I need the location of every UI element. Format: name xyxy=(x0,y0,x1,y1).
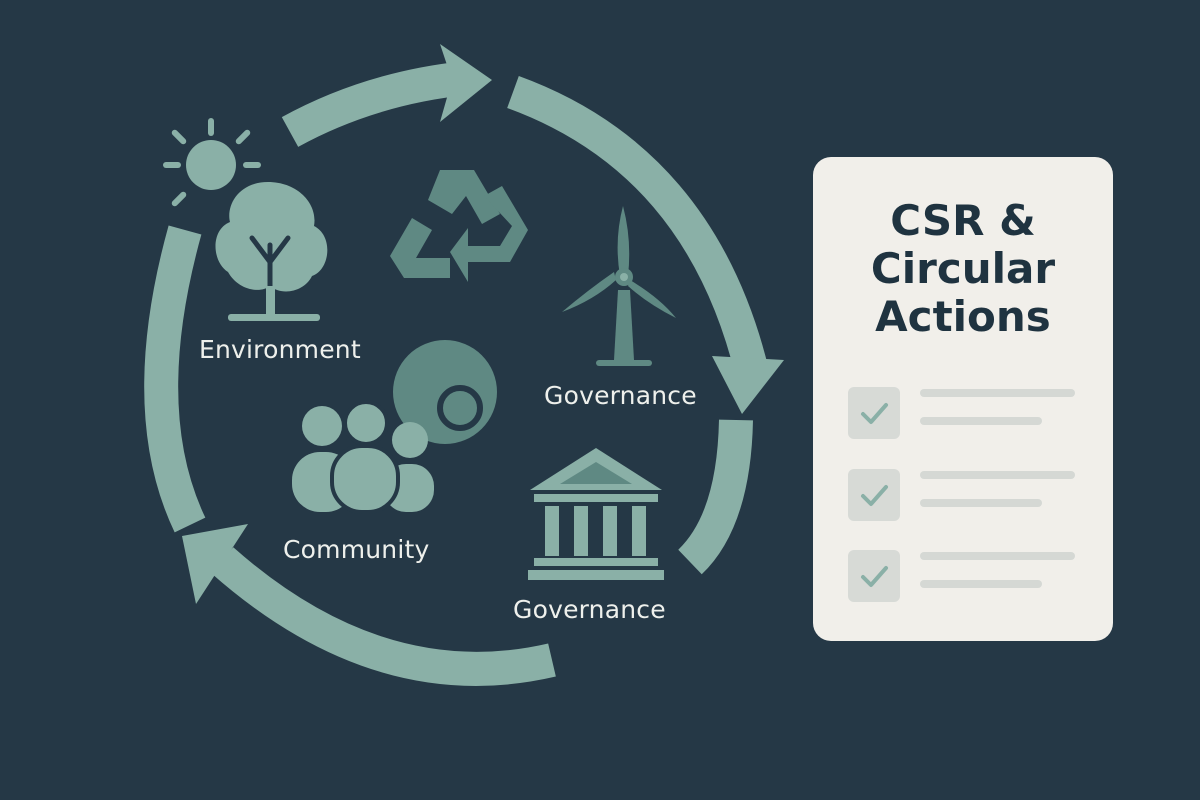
governance-label-bottom: Governance xyxy=(513,595,666,624)
csr-card: CSR & Circular Actions xyxy=(813,157,1113,641)
arrow-top xyxy=(281,61,468,147)
governance-label-top: Governance xyxy=(544,381,697,410)
checkbox-icon[interactable] xyxy=(848,550,900,602)
checklist-item xyxy=(848,550,1088,605)
sun-icon xyxy=(163,118,261,207)
arrow-right xyxy=(507,76,769,377)
checklist-placeholder-line xyxy=(920,417,1042,425)
arrow-head-right xyxy=(712,356,784,414)
checkbox-icon[interactable] xyxy=(848,387,900,439)
arrow-bottom xyxy=(210,547,556,686)
people-icon xyxy=(292,400,434,514)
arrow-head-bottom xyxy=(182,524,248,604)
checklist-placeholder-line xyxy=(920,580,1042,588)
checklist-placeholder-line xyxy=(920,471,1075,479)
checklist-placeholder-line xyxy=(920,389,1075,397)
checklist-placeholder-line xyxy=(920,499,1042,507)
card-title-line: Actions xyxy=(875,292,1051,341)
wind-turbine-icon xyxy=(562,206,676,366)
checkbox-icon[interactable] xyxy=(848,469,900,521)
bank-icon xyxy=(528,448,664,580)
card-title: CSR & Circular Actions xyxy=(813,197,1113,341)
card-title-line: CSR & xyxy=(890,196,1036,245)
arrow-head-top xyxy=(440,44,492,122)
arrow-heads xyxy=(182,44,784,604)
card-title-line: Circular xyxy=(870,244,1056,293)
target-icon xyxy=(393,340,497,444)
tree-icon xyxy=(215,182,328,321)
recycle-icon xyxy=(390,170,528,282)
arrow-left xyxy=(144,225,206,533)
environment-label: Environment xyxy=(199,335,361,364)
checklist-item xyxy=(848,469,1088,524)
arrow-right-lower xyxy=(677,419,753,575)
checklist-placeholder-line xyxy=(920,552,1075,560)
cycle-arrows xyxy=(144,61,769,686)
community-label: Community xyxy=(283,535,430,564)
checklist-item xyxy=(848,387,1088,442)
